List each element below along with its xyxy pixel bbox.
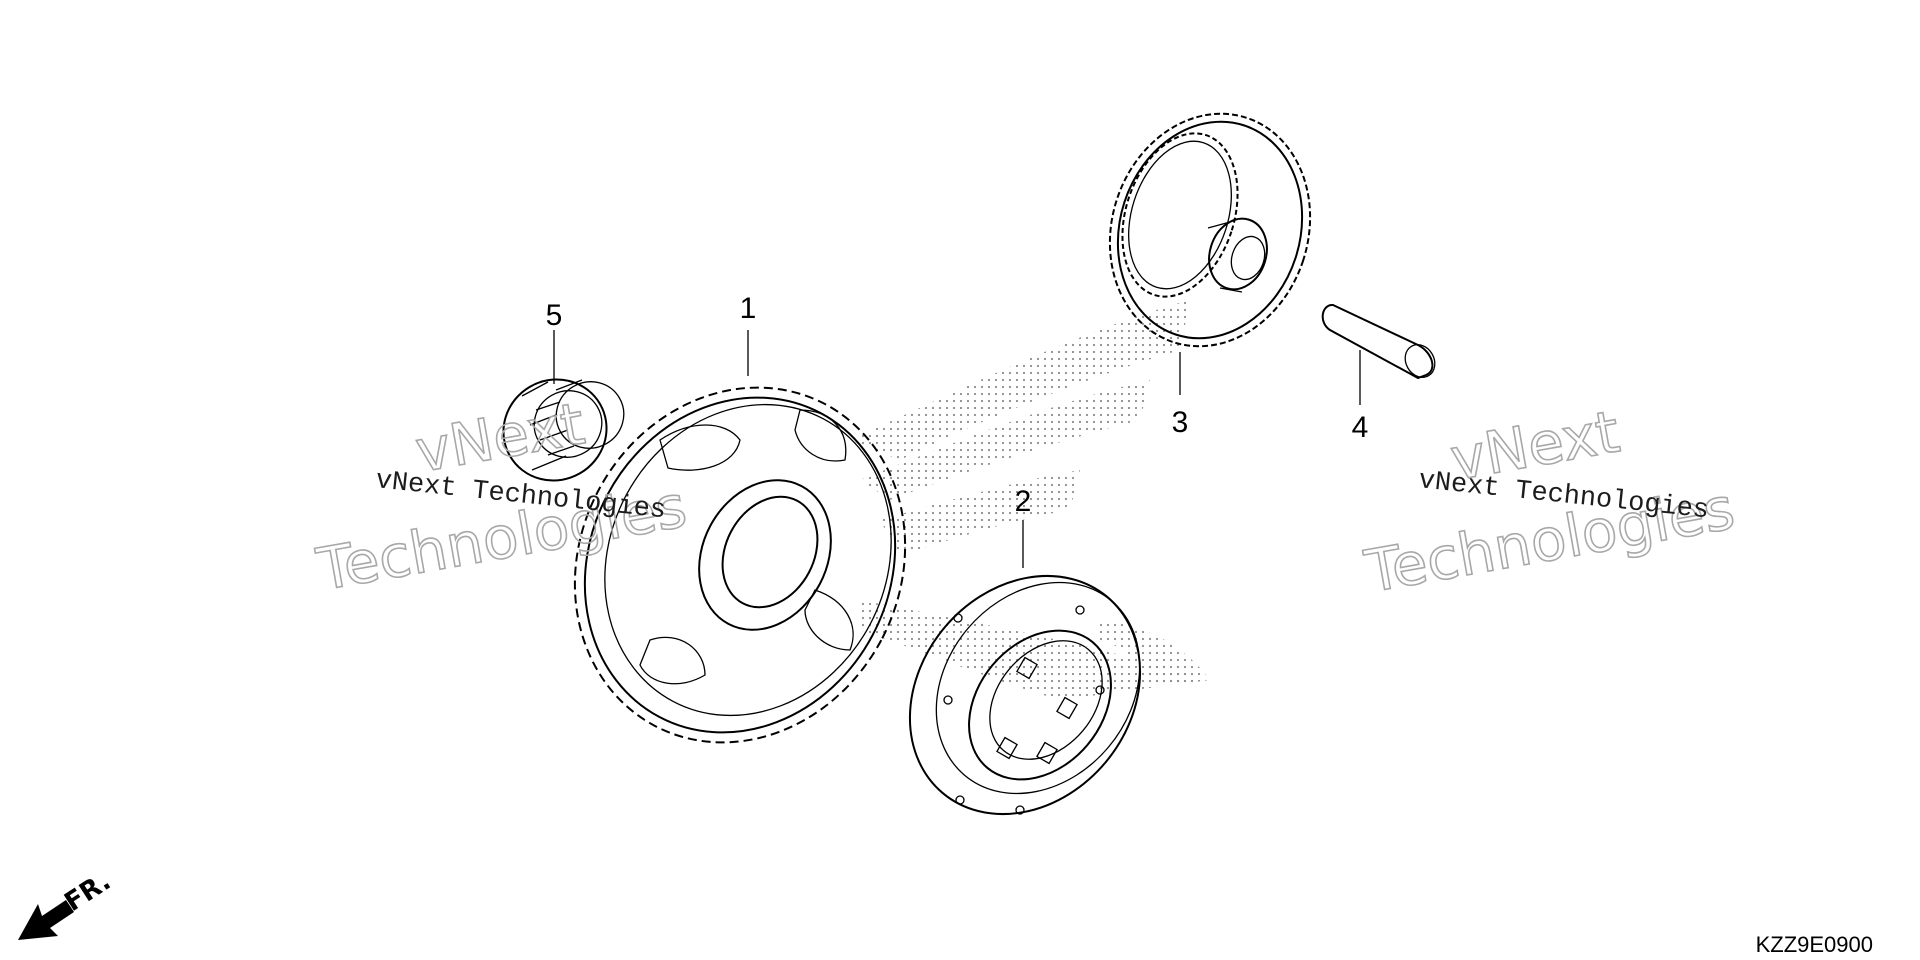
part-1-starter-driven-gear — [573, 386, 907, 744]
callout-4: 4 — [1352, 411, 1369, 444]
background-dot-pattern — [850, 300, 1210, 700]
part-2-one-way-clutch — [908, 574, 1142, 816]
callout-3: 3 — [1172, 406, 1189, 439]
leader-lines — [553, 330, 1361, 568]
front-direction-indicator: FR. — [18, 866, 116, 940]
callout-labels: 5 1 3 4 2 — [546, 292, 1369, 518]
front-arrow-icon — [18, 900, 74, 940]
part-5-needle-bearing — [502, 378, 625, 482]
callout-1: 1 — [740, 292, 757, 325]
diagram-code: KZZ9E0900 — [1756, 932, 1873, 957]
callout-5: 5 — [546, 299, 563, 332]
watermark-large-left-vnext: vNext — [411, 389, 590, 485]
part-4-shaft — [1321, 304, 1436, 380]
callout-2: 2 — [1015, 485, 1032, 518]
part-3-reduction-gear — [1108, 112, 1312, 348]
